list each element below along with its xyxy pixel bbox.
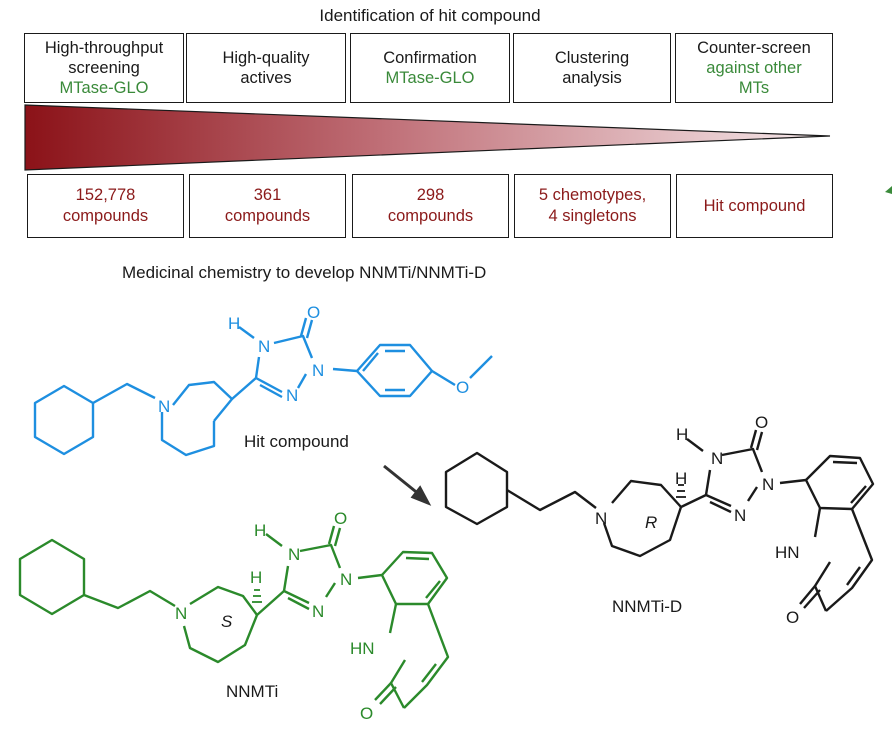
stage-box-hts: High-throughput screening MTase-GLO	[24, 33, 184, 103]
count-unit: 4 singletons	[548, 207, 637, 225]
count-value: 5 chemotypes,	[538, 186, 647, 204]
nnmti-structure	[18, 525, 450, 709]
atom-label: H	[254, 521, 266, 540]
atom-label: O	[334, 509, 347, 528]
atom-label: N	[340, 570, 352, 589]
count-unit: compounds	[224, 207, 311, 225]
atom-label: N	[711, 449, 723, 468]
hit-compound-structure	[33, 317, 493, 457]
count-value: 152,778	[75, 186, 136, 204]
stage-box-counter-screen: Counter-screen against other MTs	[675, 33, 833, 103]
stage-label: analysis	[562, 69, 622, 87]
atom-label: O	[360, 704, 373, 723]
stage-label: screening	[68, 59, 140, 77]
stage-label: Clustering	[554, 49, 630, 67]
stage-box-confirmation: Confirmation MTase-GLO	[350, 33, 510, 103]
stage-assay: MTase-GLO	[385, 69, 475, 87]
stage-box-actives: High-quality actives	[186, 33, 346, 103]
nnmti-d-structure	[444, 429, 875, 612]
nnmti-atom-labels: N H N O N N H HN O	[175, 509, 375, 723]
nnmti-d-atom-labels: N H N O N N H HN O R	[595, 413, 800, 627]
atom-label: HN	[350, 639, 375, 658]
atom-label: O	[307, 303, 320, 322]
atom-label: N	[312, 602, 324, 621]
count-value: 298	[416, 186, 445, 204]
count-unit: compounds	[62, 207, 149, 225]
stage-label: High-quality	[222, 49, 310, 67]
atom-label: N	[258, 337, 270, 356]
stereo-label: R	[645, 513, 657, 532]
atom-label: N	[286, 386, 298, 405]
figure-title: Identification of hit compound	[319, 6, 541, 25]
stage-label: Counter-screen	[697, 39, 811, 57]
atom-label: N	[312, 361, 324, 380]
stage-assay: against other MTs	[706, 59, 802, 97]
count-box-confirmation: 298 compounds	[352, 174, 509, 238]
nnmti-label: NNMTi	[226, 682, 279, 701]
stage-label: High-throughput	[44, 39, 164, 57]
hit-compound-atom-labels: N H N O N N O	[158, 303, 469, 416]
count-value: Hit compound	[703, 196, 806, 215]
count-box-hit: Hit compound	[676, 174, 833, 238]
count-unit: compounds	[387, 207, 474, 225]
atom-label: N	[175, 604, 187, 623]
atom-label: N	[595, 509, 607, 528]
atom-label: O	[456, 378, 469, 397]
count-box-actives: 361 compounds	[189, 174, 346, 238]
atom-label: H	[676, 425, 688, 444]
atom-label: H	[228, 314, 240, 333]
transformation-arrow	[383, 464, 432, 506]
count-value: 361	[253, 186, 282, 204]
stage-label: actives	[240, 69, 292, 87]
atom-label: O	[786, 608, 799, 627]
atom-label: N	[158, 397, 170, 416]
stage-label: Confirmation	[383, 49, 477, 67]
atom-label: HN	[775, 543, 800, 562]
section-subtitle: Medicinal chemistry to develop NNMTi/NNM…	[122, 263, 487, 282]
atom-label: H	[250, 568, 262, 587]
stage-box-clustering: Clustering analysis	[513, 33, 671, 103]
atom-label: N	[288, 545, 300, 564]
atom-label: O	[755, 413, 768, 432]
atom-label: H	[675, 469, 687, 488]
count-box-clustering: 5 chemotypes, 4 singletons	[514, 174, 671, 238]
atom-label: N	[762, 475, 774, 494]
count-box-hts: 152,778 compounds	[27, 174, 184, 238]
hit-compound-label: Hit compound	[244, 432, 349, 451]
stereo-label: S	[221, 612, 233, 631]
nnmti-d-label: NNMTi-D	[612, 597, 683, 616]
atom-label: N	[734, 506, 746, 525]
stage-assay: MTase-GLO	[59, 79, 149, 97]
